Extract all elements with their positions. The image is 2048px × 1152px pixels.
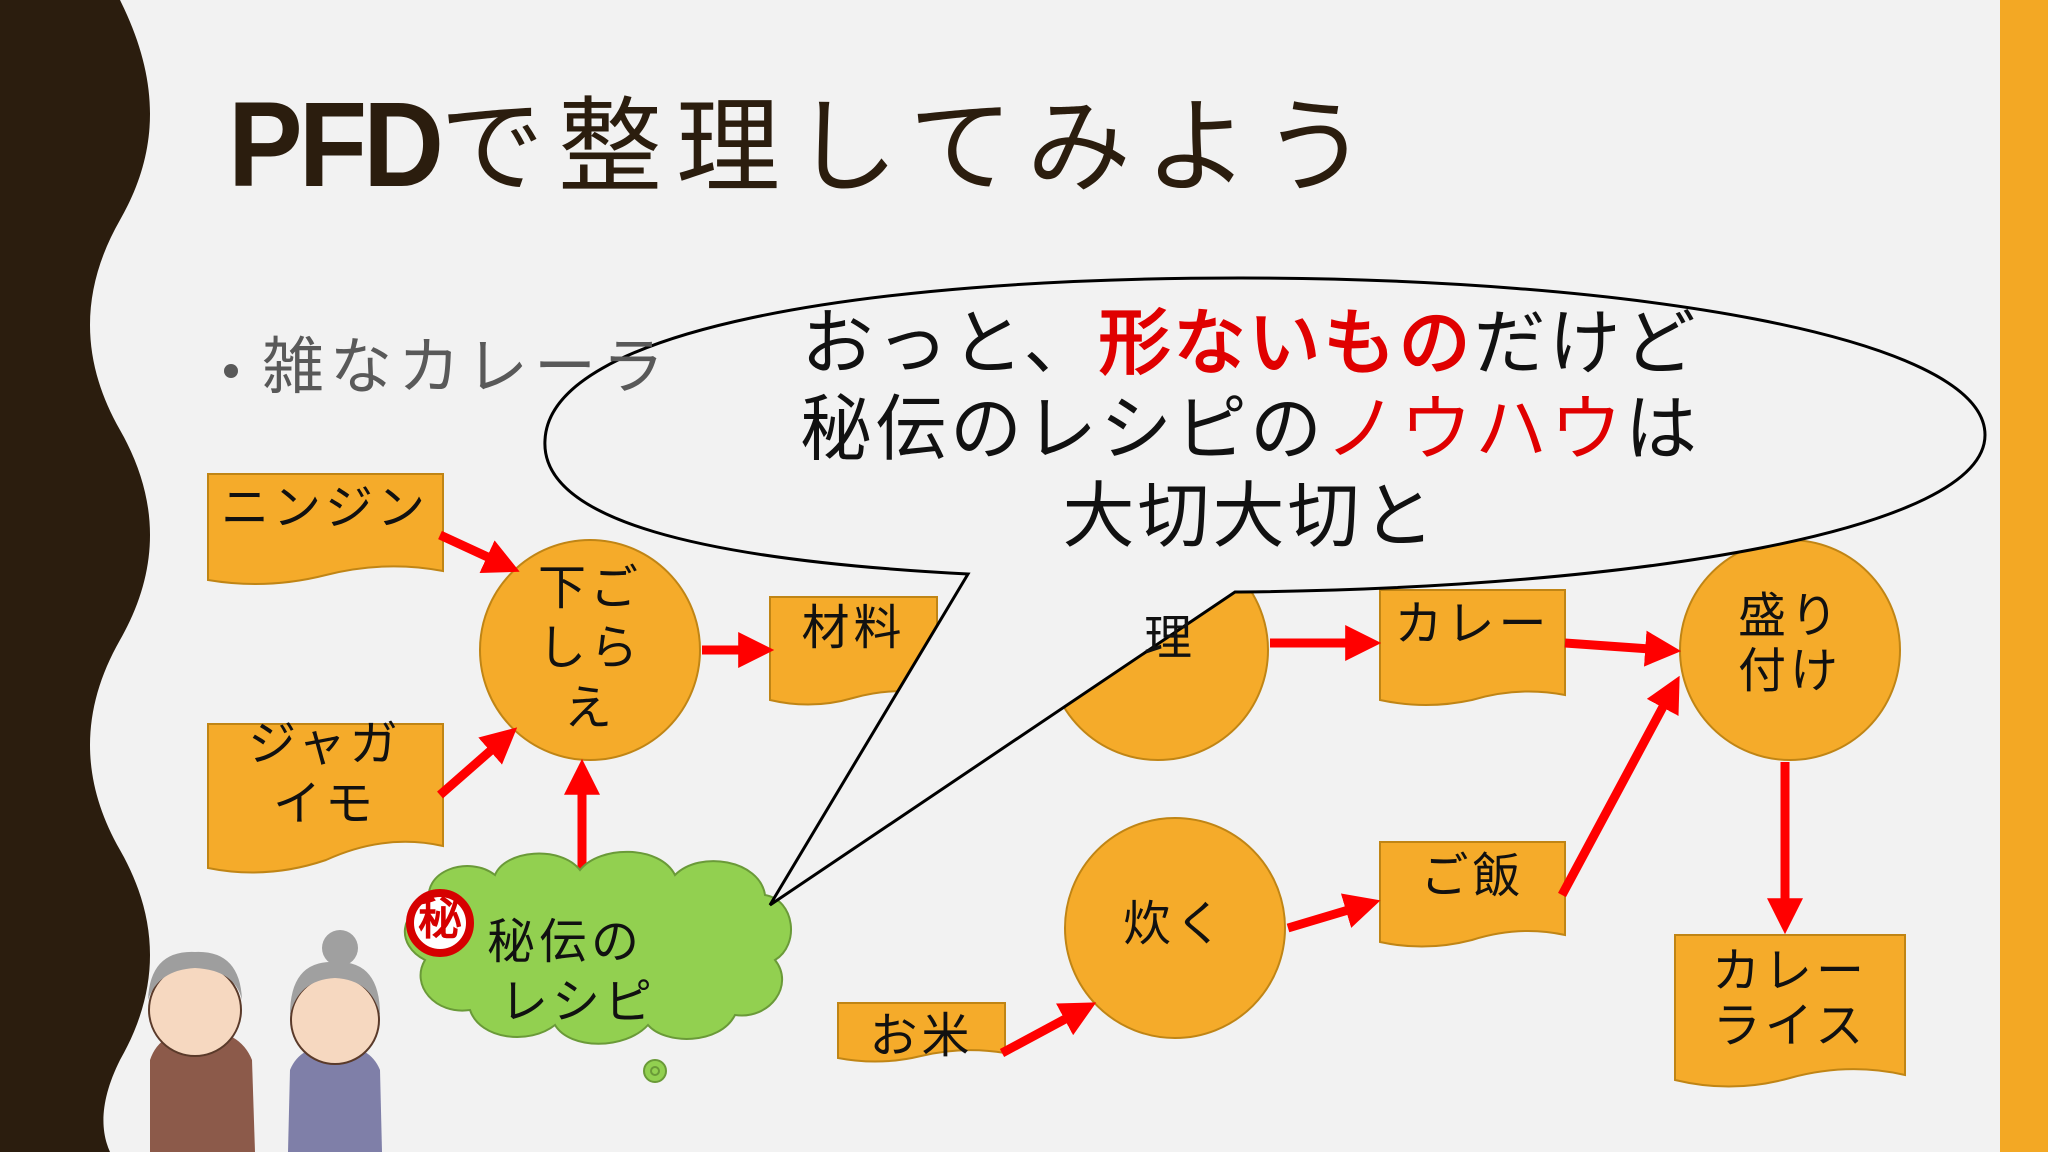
speech-line-1: おっと、形ないものだけど bbox=[560, 300, 1940, 386]
label-secret-1: 秘伝の bbox=[487, 914, 644, 970]
speech-line-2-pre: 秘伝のレシピの bbox=[799, 387, 1325, 472]
label-curry: カレー bbox=[1394, 596, 1551, 652]
left-wavy-band bbox=[0, 0, 150, 1152]
grandparents-illustration bbox=[148, 930, 382, 1152]
doc-okome bbox=[837, 1002, 1006, 1063]
speech-line-3: 大切大切と bbox=[1062, 473, 1438, 558]
secret-stamp-char: 秘 bbox=[418, 894, 462, 945]
label-shitagoshirae-3: え bbox=[563, 680, 616, 736]
speech-emphasis-katachinai: 形ないもの bbox=[1098, 301, 1474, 385]
label-curry-rice-2: ライス bbox=[1712, 998, 1868, 1054]
speech-line-2: 秘伝のレシピのノウハウは bbox=[560, 386, 1940, 472]
label-okome: お米 bbox=[869, 1008, 974, 1064]
label-jagaimo-2: イモ bbox=[272, 776, 377, 832]
speech-line-1-pre: おっと、 bbox=[801, 301, 1099, 385]
bullet-dot bbox=[224, 363, 238, 378]
secret-stamp bbox=[406, 889, 474, 957]
secret-recipe-cloud bbox=[404, 850, 792, 1045]
speech-bubble bbox=[543, 276, 1987, 907]
doc-gohan bbox=[1379, 841, 1566, 948]
doc-curry bbox=[1379, 589, 1566, 706]
arrow-curry-to-moritsuke bbox=[1564, 630, 1682, 667]
arrow-jagaimo-to-shitagoshirae bbox=[437, 727, 518, 799]
label-jagaimo-1: ジャガ bbox=[248, 716, 402, 772]
label-moritsuke-1: 盛り bbox=[1737, 588, 1842, 644]
doc-jagaimo bbox=[207, 723, 444, 874]
arrow-gohan-to-moritsuke bbox=[1558, 675, 1680, 898]
process-takuku bbox=[1064, 817, 1286, 1039]
title-pfd: PFD bbox=[228, 77, 444, 212]
label-shitagoshirae-1: 下ご bbox=[537, 560, 642, 616]
right-accent-band bbox=[2000, 0, 2048, 1152]
title-rest: で整理してみよう bbox=[440, 86, 1381, 208]
speech-emphasis-knowhow: ノウハウ bbox=[1324, 387, 1625, 472]
bullet-text: 雑なカレーラ bbox=[262, 330, 671, 403]
label-secret-2: レシピ bbox=[500, 974, 657, 1030]
cloud-bubble-tiny bbox=[650, 1066, 660, 1076]
label-moritsuke-2: 付け bbox=[1737, 643, 1842, 699]
arrow-okome-to-takuku bbox=[999, 1002, 1097, 1057]
label-shitagoshirae-2: しら bbox=[537, 620, 642, 676]
label-ninjin: ニンジン bbox=[220, 480, 429, 536]
label-takuku: 炊く bbox=[1122, 896, 1227, 952]
label-zairyo: 材料 bbox=[801, 600, 906, 656]
doc-ninjin bbox=[207, 473, 444, 585]
speech-text: おっと、形ないものだけど 秘伝のレシピのノウハウは 大切大切と bbox=[560, 300, 1940, 559]
arrow-ninjin-to-shitagoshirae bbox=[438, 530, 520, 574]
speech-line-2-post: は bbox=[1625, 387, 1701, 472]
arrow-takuku-to-gohan bbox=[1286, 893, 1381, 933]
page-title: PFDで整理してみよう bbox=[228, 62, 1381, 213]
label-chori: 理 bbox=[1143, 610, 1196, 666]
speech-line-1-post: だけど bbox=[1473, 301, 1699, 385]
doc-curry-rice bbox=[1674, 934, 1906, 1088]
label-gohan: ご飯 bbox=[1420, 848, 1525, 904]
bullet-item: 雑なカレーラ bbox=[224, 316, 670, 406]
cloud-bubble-small bbox=[643, 1059, 667, 1083]
label-curry-rice-1: カレー bbox=[1711, 943, 1868, 999]
